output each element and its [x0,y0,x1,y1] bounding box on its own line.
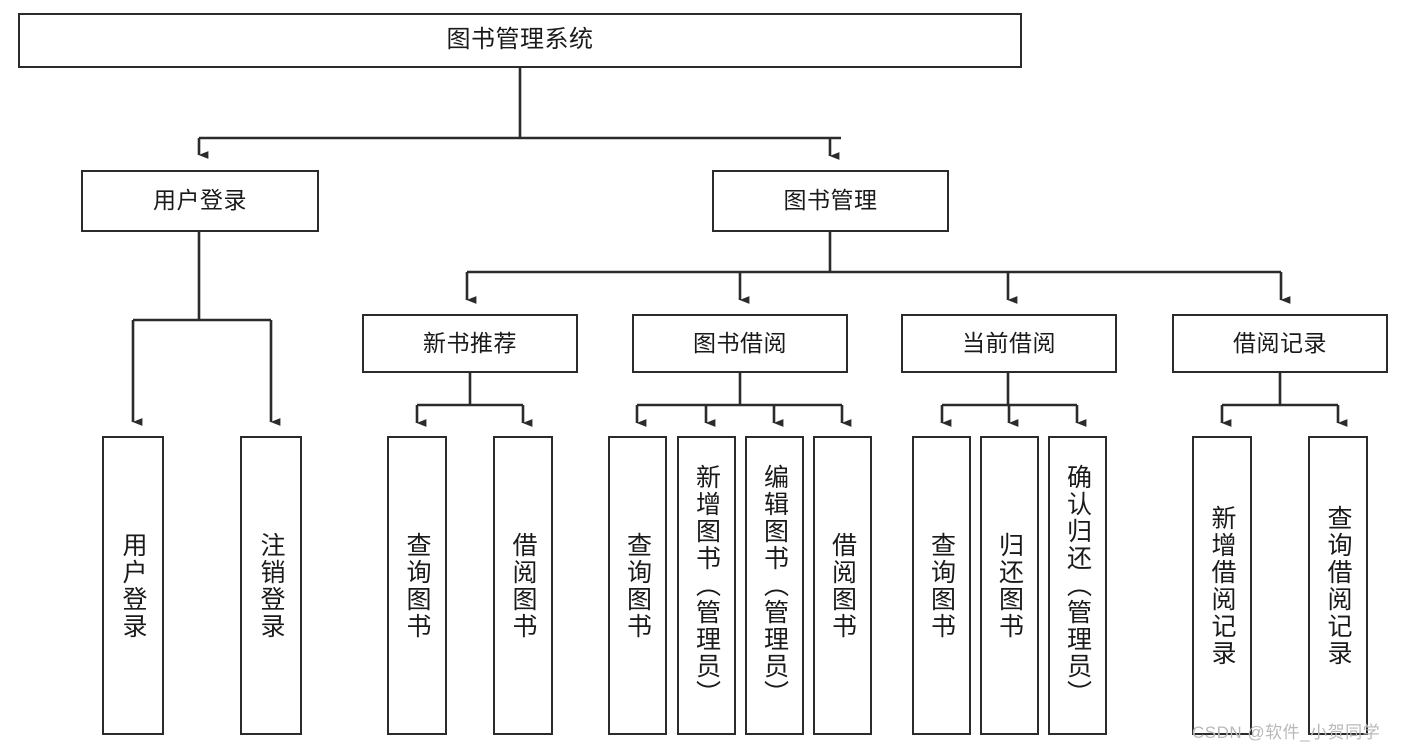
node-leaf-borrow-book-2[interactable]: 借阅图书 [813,436,872,735]
node-book-management[interactable]: 图书管理 [712,170,949,232]
node-leaf-query-record[interactable]: 查询借阅记录 [1308,436,1368,735]
node-label-book-management: 图书管理 [783,187,878,214]
node-label-leaf-add-record: 新增借阅记录 [1208,504,1236,667]
node-leaf-user-login[interactable]: 用户登录 [102,436,164,735]
node-leaf-borrow-book-1[interactable]: 借阅图书 [493,436,553,735]
node-label-leaf-query-book-2: 查询图书 [623,531,652,640]
node-leaf-add-record[interactable]: 新增借阅记录 [1192,436,1252,735]
node-leaf-query-book-3[interactable]: 查询图书 [912,436,971,735]
node-user-login[interactable]: 用户登录 [81,170,319,232]
node-label-leaf-borrow-book-2: 借阅图书 [828,531,857,640]
node-label-leaf-add-book: 新增图书（管理员） [692,464,721,707]
node-label-leaf-query-book-1: 查询图书 [403,531,431,640]
node-leaf-add-book[interactable]: 新增图书（管理员） [677,436,736,735]
node-leaf-confirm-return[interactable]: 确认归还（管理员） [1048,436,1107,735]
node-label-leaf-query-record: 查询借阅记录 [1324,504,1352,667]
node-label-leaf-borrow-book-1: 借阅图书 [509,531,537,640]
node-label-new-book-recommend: 新书推荐 [423,329,517,356]
node-label-leaf-edit-book: 编辑图书（管理员） [760,464,789,707]
csdn-watermark-text: CSDN @软件_小贺同学 [1192,723,1381,742]
node-label-root: 图书管理系统 [446,26,594,54]
node-label-leaf-query-book-3: 查询图书 [927,531,956,640]
node-label-leaf-return-book: 归还图书 [995,531,1024,640]
node-label-current-borrow: 当前借阅 [962,329,1056,356]
node-leaf-edit-book[interactable]: 编辑图书（管理员） [745,436,804,735]
node-leaf-logout-login[interactable]: 注销登录 [240,436,302,735]
node-book-borrow[interactable]: 图书借阅 [632,314,848,373]
node-label-leaf-logout-login: 注销登录 [257,531,285,640]
node-label-leaf-user-login: 用户登录 [119,531,147,640]
node-leaf-return-book[interactable]: 归还图书 [980,436,1039,735]
node-leaf-query-book-2[interactable]: 查询图书 [608,436,667,735]
node-label-borrow-record: 借阅记录 [1233,329,1327,356]
csdn-watermark: CSDN @软件_小贺同学 [1192,718,1380,743]
node-label-book-borrow: 图书借阅 [693,329,787,356]
node-label-user-login: 用户登录 [153,187,247,214]
node-current-borrow[interactable]: 当前借阅 [901,314,1117,373]
node-leaf-query-book-1[interactable]: 查询图书 [387,436,447,735]
node-new-book-recommend[interactable]: 新书推荐 [362,314,578,373]
node-root-book-management-system[interactable]: 图书管理系统 [18,13,1022,68]
node-borrow-record[interactable]: 借阅记录 [1172,314,1388,373]
node-label-leaf-confirm-return: 确认归还（管理员） [1063,464,1092,707]
